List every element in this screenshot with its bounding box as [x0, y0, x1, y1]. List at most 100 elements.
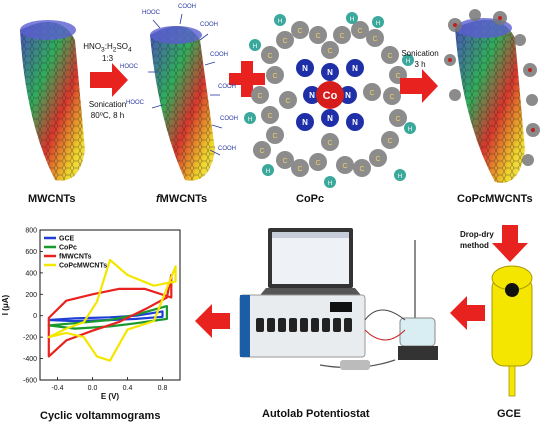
carbon-atom: [383, 87, 401, 105]
carbon-atom-label: C: [259, 148, 264, 155]
legend-label: GCE: [59, 236, 75, 243]
hydrogen-atom-label: H: [266, 169, 270, 175]
label-cyclic-voltammograms: Cyclic voltammograms: [40, 410, 161, 422]
nitrogen-atom: [339, 86, 357, 104]
carbon-atom: [321, 133, 339, 151]
hydrogen-atom-label: H: [248, 117, 252, 123]
legend-label: CoPcMWCNTs: [59, 263, 107, 270]
carbon-atom: [291, 159, 309, 177]
cobalt-atom: [316, 81, 344, 109]
cooh-label: COOH: [220, 116, 238, 122]
hydrogen-atom-label: H: [328, 181, 332, 187]
y-tick-label: -400: [23, 356, 37, 363]
nitrogen-atom-label: N: [352, 64, 358, 73]
cooh-label: COOH: [178, 4, 196, 10]
autolab-connector: [333, 318, 341, 332]
step1-conditions: 80⁰C, 8 h: [90, 111, 125, 120]
carbon-atom-label: C: [297, 166, 302, 173]
y-tick-label: 400: [25, 270, 37, 277]
carbon-atom-label: C: [282, 158, 287, 165]
nitrogen-atom-label: N: [345, 91, 351, 100]
nitrogen-atom-label: N: [309, 91, 315, 100]
reagent-c: SO: [116, 42, 129, 51]
carbon-atom: [276, 151, 294, 169]
carbon-atom: [381, 46, 399, 64]
step2-time: 3 h: [414, 60, 426, 69]
carbon-atom: [309, 153, 327, 171]
fmwcnts-illustration: [148, 13, 223, 181]
carbon-atom-label: C: [342, 163, 347, 170]
carbon-atom: [279, 91, 297, 109]
y-tick-label: 600: [25, 249, 37, 256]
autolab-display: [330, 302, 352, 312]
plus-icon: [229, 61, 265, 97]
carbon-atom-label: C: [297, 28, 302, 35]
reagent-b-sub: 2: [112, 46, 117, 54]
reagent-b: :H: [104, 42, 113, 51]
y-tick-label: 200: [25, 292, 37, 299]
nitrogen-atom: [321, 63, 339, 81]
label-copc: CoPc: [296, 193, 325, 205]
carbon-atom-label: C: [315, 33, 320, 40]
carbon-atom-label: C: [257, 93, 262, 100]
hooc-label: HOOC: [142, 10, 160, 16]
carbon-atom-label: C: [372, 36, 377, 43]
hydrogen-atom: [249, 39, 261, 51]
autolab-connector: [322, 318, 330, 332]
series-line-copc: [47, 305, 168, 330]
x-tick-label: 0.4: [123, 385, 133, 392]
carbon-atom-label: C: [285, 98, 290, 105]
y-tick-label: -200: [23, 335, 37, 342]
y-tick-label: 0: [33, 313, 37, 320]
carbon-atom: [276, 31, 294, 49]
carbon-atom: [336, 156, 354, 174]
carbon-atom: [261, 106, 279, 124]
y-tick-label: -600: [23, 378, 37, 385]
legend-label: fMWCNTs: [59, 254, 92, 261]
nitrogen-atom: [346, 113, 364, 131]
carbon-atom: [291, 21, 309, 39]
nitrogen-atom-label: N: [327, 68, 333, 77]
carbon-atom-label: C: [267, 113, 272, 120]
autolab-connector: [278, 318, 286, 332]
copcmwcnts-illustration: [444, 9, 540, 183]
label-copcmwcnts: CoPcMWCNTs: [457, 193, 533, 205]
autolab-connector: [344, 318, 352, 332]
hooc-label: HOOC: [120, 64, 138, 70]
step1-sonication: Sonication: [88, 100, 127, 109]
autolab-connector: [256, 318, 264, 332]
hydrogen-atom: [346, 12, 358, 24]
carbon-atom: [321, 41, 339, 59]
carbon-atom: [353, 159, 371, 177]
y-axis-label: I (μA): [1, 294, 10, 315]
carbon-atom: [309, 26, 327, 44]
hydrogen-atom: [404, 122, 416, 134]
carbon-atom-label: C: [272, 133, 277, 140]
arrow-step1: [90, 63, 128, 97]
label-autolab: Autolab Potentiostat: [262, 408, 370, 420]
carbon-atom-label: C: [395, 116, 400, 123]
gce-electrode: [491, 265, 533, 397]
carbon-atom-label: C: [389, 94, 394, 101]
cooh-label: COOH: [218, 84, 236, 90]
carbon-atom: [266, 126, 284, 144]
nitrogen-atom-label: N: [302, 64, 308, 73]
hydrogen-atom-label: H: [350, 17, 354, 23]
carbon-atom: [389, 109, 407, 127]
autolab-connector: [289, 318, 297, 332]
hydrogen-atom-label: H: [253, 44, 257, 50]
carbon-atom: [351, 21, 369, 39]
carbon-atom-label: C: [359, 166, 364, 173]
nitrogen-atom: [296, 113, 314, 131]
carbon-atom-label: C: [375, 156, 380, 163]
cobalt-atom-label: Co: [323, 90, 338, 102]
step2-sonication: Sonication: [401, 49, 439, 58]
arrow-step3: [492, 225, 528, 262]
hydrogen-atom: [274, 14, 286, 26]
hydrogen-atom-label: H: [278, 19, 282, 25]
autolab-connector: [311, 318, 319, 332]
carbon-atom-label: C: [339, 33, 344, 40]
step1-reagents: HNO3:H2SO4: [80, 42, 135, 56]
